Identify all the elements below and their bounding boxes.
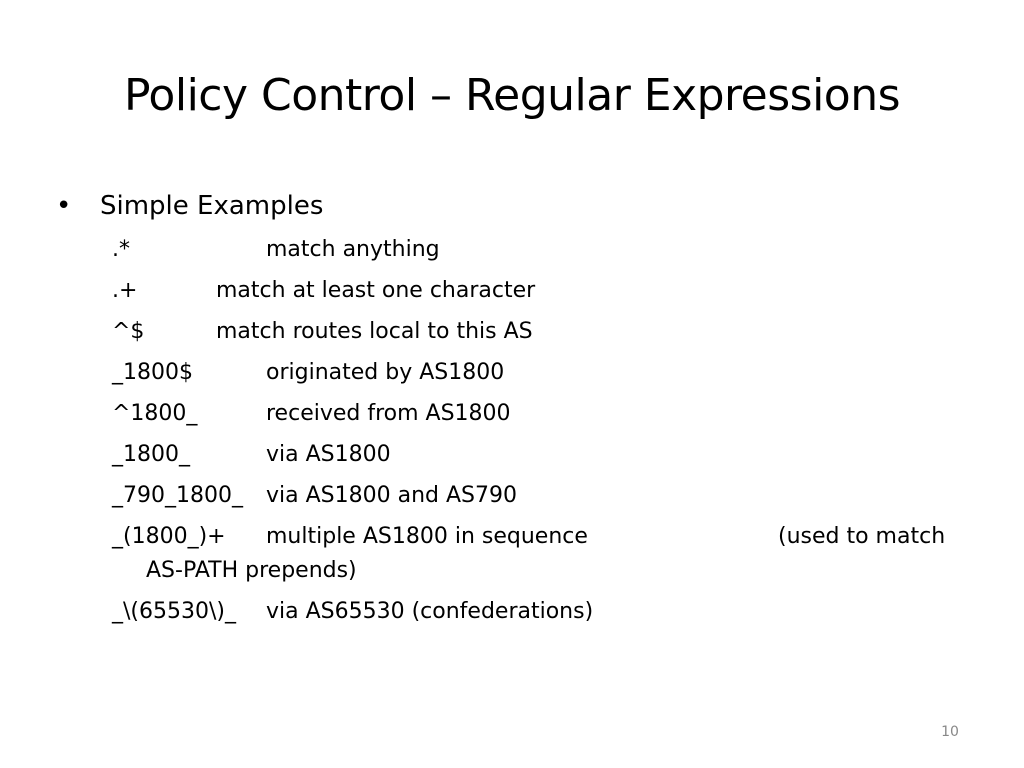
example-pattern: .+ <box>112 278 138 303</box>
example-pattern: _1800_ <box>112 442 190 467</box>
example-pattern: ^1800_ <box>112 401 198 426</box>
example-pattern: ^$ <box>112 319 145 344</box>
example-pattern: _1800$ <box>112 360 193 385</box>
example-description: match at least one character <box>216 278 536 303</box>
example-description: via AS1800 <box>266 442 391 467</box>
bullet-simple-examples: • Simple Examples <box>56 188 323 224</box>
example-description: match anything <box>266 237 440 262</box>
slide-title: Policy Control – Regular Expressions <box>123 70 901 121</box>
bullet-dot-icon: • <box>56 191 72 221</box>
example-pattern: _\(65530\)_ <box>112 599 236 624</box>
example-description: originated by AS1800 <box>266 360 505 385</box>
example-note-continuation: AS-PATH prepends) <box>146 558 357 583</box>
example-description: via AS1800 and AS790 <box>266 483 517 508</box>
example-description: multiple AS1800 in sequence <box>266 524 588 549</box>
bullet-text: Simple Examples <box>100 191 324 221</box>
example-note: (used to match <box>778 524 946 549</box>
example-description: via AS65530 (confederations) <box>266 599 594 624</box>
example-pattern: _(1800_)+ <box>112 524 226 549</box>
example-description: received from AS1800 <box>266 401 511 426</box>
example-description: match routes local to this AS <box>216 319 533 344</box>
example-pattern: .* <box>112 237 130 262</box>
example-pattern: _790_1800_ <box>112 483 243 508</box>
page-number: 10 <box>941 724 959 740</box>
